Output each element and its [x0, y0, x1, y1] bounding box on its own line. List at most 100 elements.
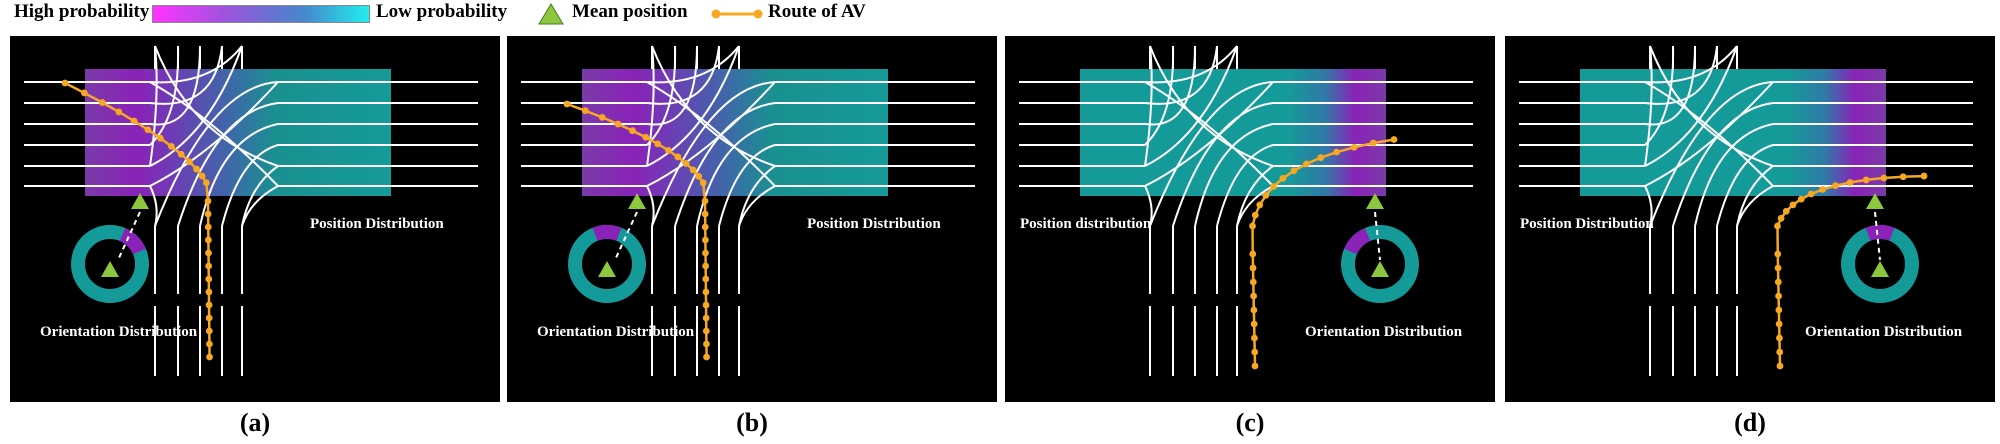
route-point	[1249, 278, 1257, 286]
route-point	[614, 120, 622, 128]
route-point	[702, 249, 709, 257]
route-point	[1256, 201, 1264, 209]
route-point	[1290, 167, 1298, 175]
route-point	[1776, 362, 1784, 370]
route-point	[1279, 174, 1287, 182]
route-point	[701, 236, 709, 244]
route-point	[689, 166, 697, 174]
route-point	[642, 133, 650, 141]
position-distribution-label: Position distribution	[1020, 216, 1152, 232]
route-point	[205, 275, 213, 283]
route-point	[1774, 250, 1782, 258]
mean-position-marker	[131, 193, 149, 209]
route-point	[1807, 190, 1815, 198]
caption-d: (d)	[1734, 408, 1766, 437]
route-point	[205, 301, 213, 309]
route-point	[1251, 334, 1258, 342]
orientation-peak-arc	[119, 228, 146, 255]
route-point	[674, 153, 682, 161]
route-point	[702, 301, 710, 309]
orientation-distribution-label: Orientation Distribution	[40, 324, 198, 340]
position-distribution-area	[1080, 69, 1386, 196]
route-point	[202, 179, 210, 187]
route-point	[1846, 179, 1854, 186]
mean-position-marker	[628, 193, 646, 209]
legend-high-label: High probability	[14, 1, 150, 22]
orientation-mean-marker	[598, 261, 616, 277]
route-point	[1303, 160, 1310, 168]
probability-gradient-bar	[152, 5, 370, 23]
route-point	[702, 314, 710, 322]
route-point	[1250, 306, 1258, 314]
route-point	[1249, 264, 1257, 272]
road-network	[1519, 45, 1973, 376]
route-point	[205, 288, 213, 296]
route-point	[1251, 211, 1259, 219]
route-point	[695, 172, 703, 180]
orientation-ring	[71, 225, 149, 303]
route-point	[144, 126, 152, 134]
route-point	[703, 340, 710, 348]
route-point	[1774, 222, 1781, 230]
route-point	[703, 353, 710, 361]
av-route	[563, 100, 710, 361]
route-point	[204, 223, 212, 231]
orientation-distribution-label: Orientation Distribution	[537, 324, 695, 340]
orientation-ring	[1341, 225, 1419, 303]
route-point	[1350, 143, 1358, 151]
position-distribution-area	[85, 69, 391, 196]
route-point	[61, 79, 69, 87]
route-point	[1262, 191, 1270, 199]
route-point	[1862, 176, 1870, 184]
orientation-peak-arc	[592, 225, 622, 241]
route-point	[177, 150, 185, 158]
route-point	[701, 223, 709, 231]
route-point	[699, 179, 707, 187]
av-route	[1249, 136, 1398, 370]
route-point	[1774, 278, 1782, 286]
route-point	[1777, 214, 1785, 222]
route-point	[1250, 320, 1258, 328]
legend-mean-label: Mean position	[572, 1, 688, 22]
caption-c: (c)	[1235, 408, 1265, 437]
route-point	[98, 99, 106, 106]
route-point	[1899, 173, 1907, 181]
position-distribution-label: Position Distribution	[807, 216, 941, 232]
route-point	[629, 127, 636, 135]
route-point	[1333, 148, 1340, 156]
av-route	[61, 79, 213, 361]
route-point	[206, 353, 213, 361]
correspondence-arrow	[1374, 211, 1381, 261]
caption-a: (a)	[239, 408, 271, 437]
route-point	[156, 134, 164, 142]
orientation-mean-marker	[101, 261, 119, 277]
route-point	[702, 327, 710, 335]
road-network	[1019, 45, 1473, 376]
route-point	[682, 160, 690, 167]
route-point	[1832, 182, 1839, 190]
route-point	[654, 140, 662, 148]
route-point	[1880, 174, 1888, 182]
route-point	[1317, 154, 1325, 162]
orientation-peak-arc	[1344, 228, 1371, 255]
legend-low-label: Low probability	[376, 1, 508, 22]
route-point	[1782, 207, 1790, 215]
route-point	[205, 327, 213, 335]
route-point	[1789, 201, 1797, 209]
route-point	[701, 197, 709, 205]
route-point	[205, 262, 213, 270]
route-point	[193, 165, 200, 173]
route-point	[204, 197, 212, 205]
orientation-distribution-label: Orientation Distribution	[1805, 324, 1963, 340]
route-point	[1775, 320, 1783, 328]
orientation-distribution-label: Orientation Distribution	[1305, 324, 1463, 340]
route-point	[1369, 139, 1377, 147]
position-distribution-label: Position Distribution	[1520, 216, 1654, 232]
route-point	[1776, 334, 1783, 342]
position-distribution-label: Position Distribution	[310, 216, 444, 232]
av-route	[1774, 172, 1928, 370]
